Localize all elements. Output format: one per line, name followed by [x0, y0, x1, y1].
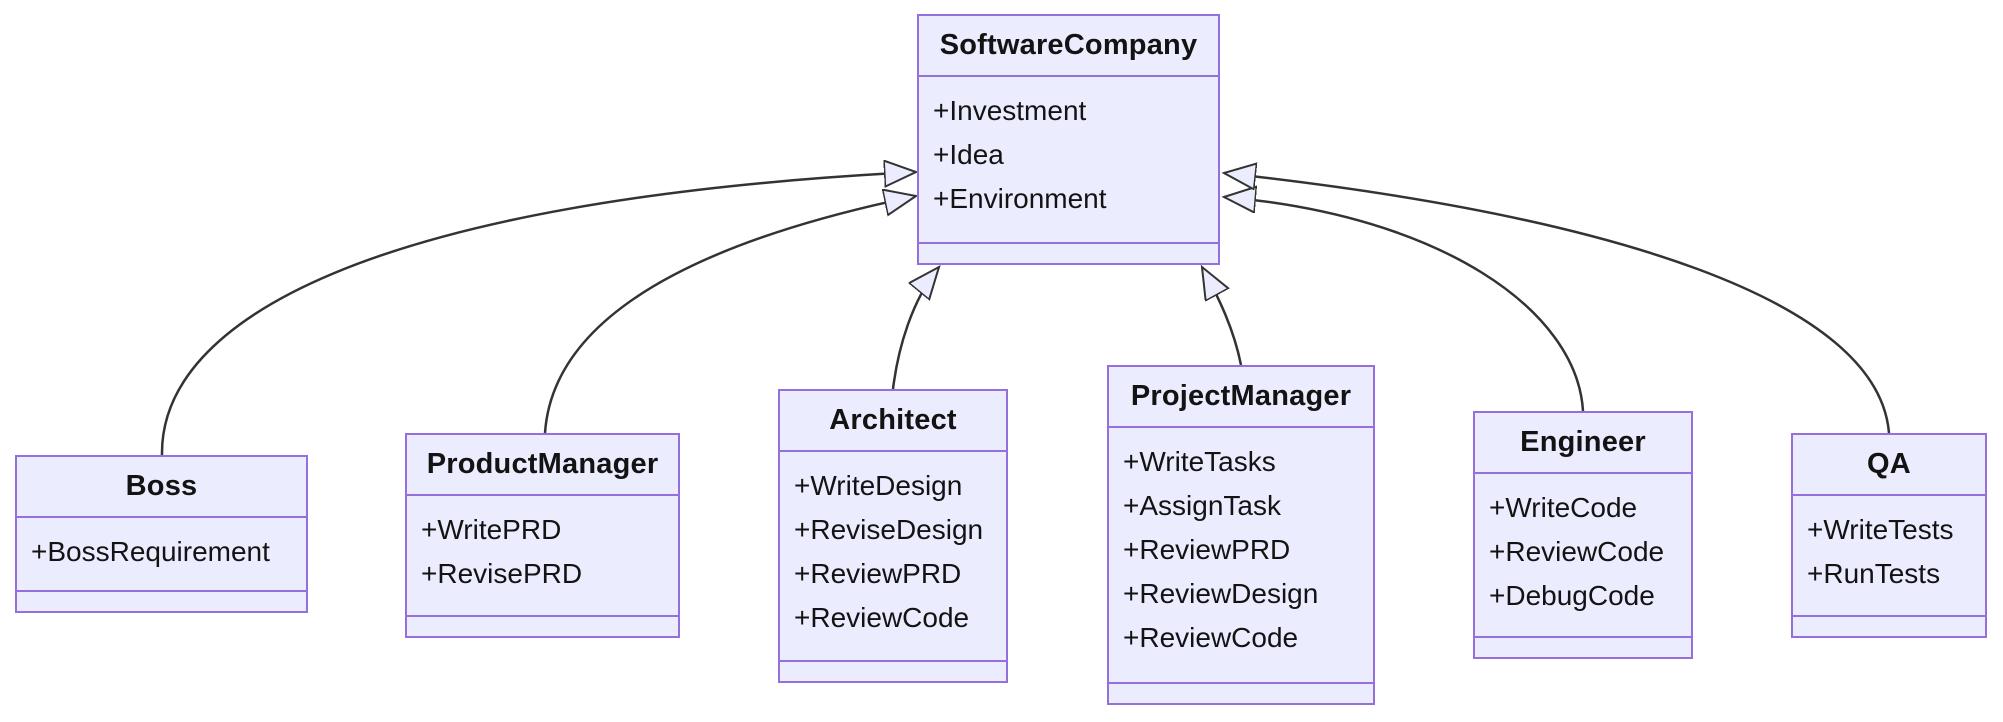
- class-member: +ReviewDesign: [1123, 578, 1319, 609]
- class-empty-compartment: [407, 615, 678, 636]
- class-projectmanager: ProjectManager +WriteTasks +AssignTask +…: [1107, 365, 1375, 705]
- class-member: +Investment: [933, 95, 1087, 126]
- class-empty-compartment: [1109, 682, 1373, 703]
- class-empty-compartment: [1475, 636, 1691, 657]
- class-members: +WriteTasks +AssignTask +ReviewPRD +Revi…: [1109, 428, 1373, 682]
- class-member: +Idea: [933, 139, 1004, 170]
- class-member: +ReviewPRD: [1123, 534, 1291, 565]
- class-name: SoftwareCompany: [919, 16, 1218, 77]
- class-name: ProductManager: [407, 435, 678, 496]
- class-member: +WriteTests: [1807, 514, 1954, 545]
- class-member: +RunTests: [1807, 558, 1941, 589]
- class-name: Boss: [17, 457, 306, 518]
- class-name: Engineer: [1475, 413, 1691, 474]
- class-member: +AssignTask: [1123, 490, 1281, 521]
- class-empty-compartment: [919, 242, 1218, 263]
- class-members: +WritePRD +RevisePRD: [407, 496, 678, 615]
- inheritance-arrow-architect: [891, 267, 939, 390]
- class-softwarecompany: SoftwareCompany +Investment +Idea +Envir…: [917, 14, 1220, 265]
- class-member: +ReviewPRD: [794, 558, 962, 589]
- class-member: +WritePRD: [421, 514, 562, 545]
- class-members: +Investment +Idea +Environment: [919, 77, 1218, 242]
- class-member: +ReviseDesign: [794, 514, 984, 545]
- class-member: +BossRequirement: [31, 536, 270, 567]
- class-empty-compartment: [1793, 615, 1985, 636]
- class-member: +WriteTasks: [1123, 446, 1276, 477]
- class-member: +ReviewCode: [794, 602, 970, 633]
- class-member: +WriteCode: [1489, 492, 1638, 523]
- class-name: ProjectManager: [1109, 367, 1373, 428]
- class-members: +WriteDesign +ReviseDesign +ReviewPRD +R…: [780, 452, 1006, 660]
- class-name: Architect: [780, 391, 1006, 452]
- class-members: +WriteCode +ReviewCode +DebugCode: [1475, 474, 1691, 636]
- class-engineer: Engineer +WriteCode +ReviewCode +DebugCo…: [1473, 411, 1693, 659]
- class-architect: Architect +WriteDesign +ReviseDesign +Re…: [778, 389, 1008, 683]
- class-productmanager: ProductManager +WritePRD +RevisePRD: [405, 433, 680, 638]
- inheritance-arrow-projectmanager: [1202, 267, 1243, 366]
- class-member: +ReviewCode: [1489, 536, 1665, 567]
- class-name: QA: [1793, 435, 1985, 496]
- class-member: +DebugCode: [1489, 580, 1655, 611]
- class-empty-compartment: [17, 590, 306, 611]
- class-members: +BossRequirement: [17, 518, 306, 590]
- class-members: +WriteTests +RunTests: [1793, 496, 1985, 615]
- class-qa: QA +WriteTests +RunTests: [1791, 433, 1987, 638]
- class-boss: Boss +BossRequirement: [15, 455, 308, 613]
- class-member: +Environment: [933, 183, 1107, 214]
- class-empty-compartment: [780, 660, 1006, 681]
- class-member: +WriteDesign: [794, 470, 963, 501]
- class-member: +RevisePRD: [421, 558, 583, 589]
- class-member: +ReviewCode: [1123, 622, 1299, 653]
